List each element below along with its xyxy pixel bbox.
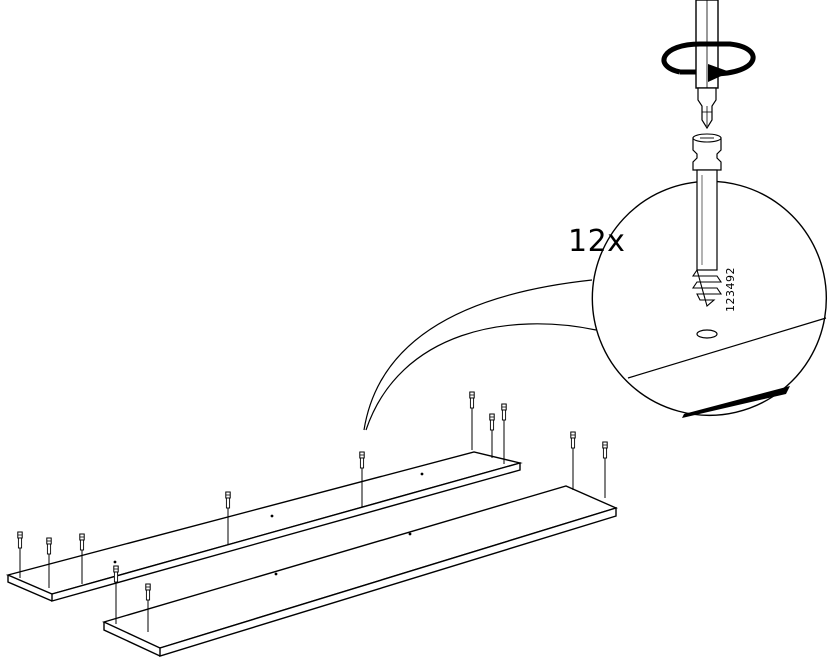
screwdriver-icon (695, 0, 719, 130)
board-lower (102, 485, 619, 657)
bolt (225, 491, 231, 509)
quantity-label: 12x (568, 224, 626, 259)
bolt (469, 391, 475, 409)
bolt (145, 583, 151, 601)
bolts-upper-board (17, 391, 507, 588)
cam-bolt-icon (691, 133, 723, 307)
bolts-lower-board (113, 431, 608, 632)
detail-callout (363, 180, 828, 431)
bolt (79, 533, 85, 551)
rotation-arrow-icon (661, 41, 756, 82)
bolt (489, 413, 495, 431)
bolt (46, 537, 52, 555)
bolt (17, 531, 23, 549)
part-number: 123492 (724, 267, 737, 312)
bolt (359, 451, 365, 469)
bolt (602, 441, 608, 459)
bolt (113, 565, 119, 583)
board-upper (5, 451, 523, 602)
bolt (501, 403, 507, 421)
bolt (570, 431, 576, 449)
